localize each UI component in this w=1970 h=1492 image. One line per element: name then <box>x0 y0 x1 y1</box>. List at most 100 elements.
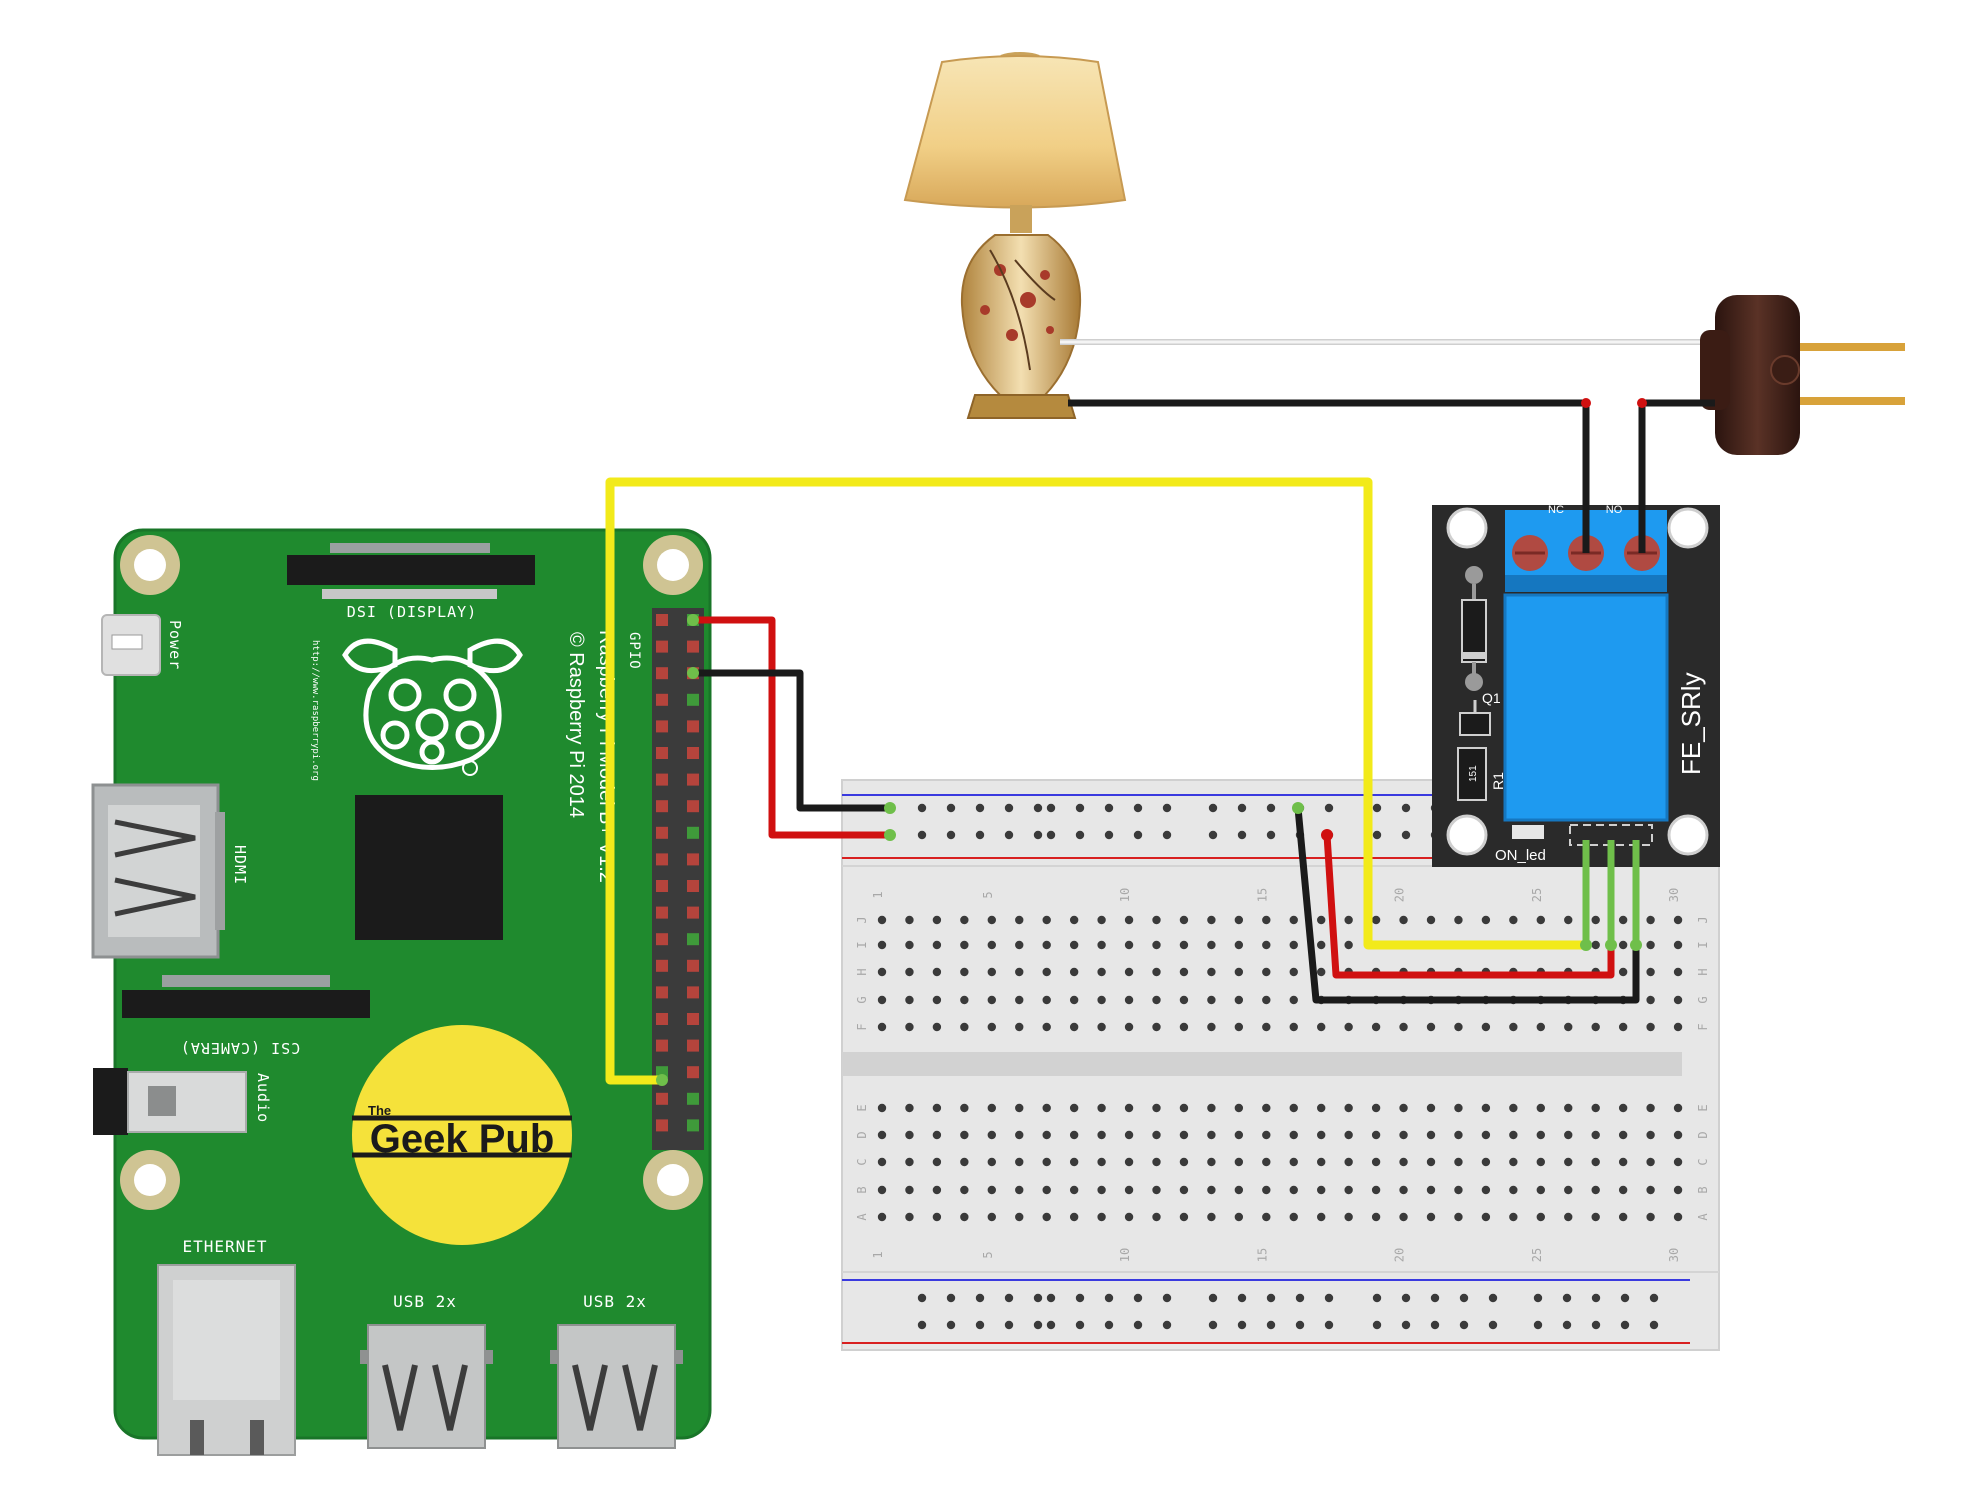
breadboard-column-number: 5 <box>981 1251 995 1258</box>
breadboard-hole <box>1324 803 1334 813</box>
on-led-label: ON_led <box>1495 847 1546 864</box>
gpio-pin <box>656 853 668 866</box>
gpio-pin <box>656 614 668 626</box>
breadboard-hole <box>1618 1022 1628 1032</box>
breadboard-row-letter: J <box>1696 916 1710 923</box>
gpio-pin <box>656 667 668 680</box>
breadboard-hole <box>1262 1022 1271 1032</box>
breadboard-hole <box>1509 915 1518 925</box>
breadboard-hole <box>1454 1185 1463 1195</box>
breadboard-hole <box>1481 1103 1491 1113</box>
breadboard-hole <box>1372 1293 1382 1303</box>
breadboard-hole <box>1430 1293 1440 1303</box>
breadboard-hole <box>1015 940 1024 950</box>
breadboard-hole <box>1179 1130 1189 1140</box>
breadboard-hole <box>1234 1157 1244 1167</box>
gpio-pin <box>687 906 699 919</box>
breadboard-hole <box>1591 1212 1600 1222</box>
gpio-pin <box>656 826 668 839</box>
breadboard-hole <box>1262 1130 1271 1140</box>
plug-prong-top <box>1800 343 1905 351</box>
breadboard-hole <box>917 803 927 813</box>
breadboard-hole <box>1208 830 1218 840</box>
breadboard-hole <box>1372 803 1382 813</box>
breadboard-hole <box>1234 1022 1244 1032</box>
gpio-pin <box>656 773 668 786</box>
breadboard-hole <box>1620 1293 1630 1303</box>
breadboard-hole <box>1618 967 1628 977</box>
breadboard-hole <box>1069 1103 1079 1113</box>
breadboard-hole <box>1069 940 1079 950</box>
breadboard-hole <box>1015 1212 1024 1222</box>
breadboard-hole <box>1295 1320 1305 1330</box>
breadboard-hole <box>1649 1293 1659 1303</box>
breadboard-hole <box>987 1157 996 1167</box>
breadboard-hole <box>1207 940 1216 950</box>
breadboard-hole <box>1646 940 1655 950</box>
breadboard-hole <box>1289 940 1298 950</box>
breadboard-row-letter: F <box>1696 1023 1710 1030</box>
breadboard-hole <box>1152 1157 1161 1167</box>
breadboard-hole <box>1179 967 1189 977</box>
breadboard-column-number: 15 <box>1255 1248 1269 1262</box>
breadboard-hole <box>1399 1103 1408 1113</box>
breadboard-hole <box>1591 1157 1600 1167</box>
breadboard-hole <box>1152 1212 1161 1222</box>
breadboard-hole <box>1481 1022 1491 1032</box>
gpio-pin <box>687 800 699 813</box>
sticker-the: The <box>368 1103 391 1118</box>
breadboard-hole <box>1097 1157 1106 1167</box>
gpio-pin <box>656 880 668 892</box>
breadboard-column-number: 30 <box>1667 1248 1681 1262</box>
breadboard-hole <box>960 940 969 950</box>
breadboard-hole <box>1069 1130 1079 1140</box>
breadboard-hole <box>987 915 996 925</box>
breadboard-hole <box>1069 995 1079 1005</box>
breadboard-hole <box>1454 1022 1463 1032</box>
breadboard-hole <box>987 1103 996 1113</box>
gpio-pin <box>687 747 699 759</box>
breadboard-divider <box>842 1052 1682 1076</box>
gpio-pin <box>687 640 699 653</box>
power-port: Power <box>101 614 184 676</box>
mounting-holes <box>120 535 703 1210</box>
breadboard-hole <box>1564 1130 1573 1140</box>
breadboard-hole <box>905 1130 914 1140</box>
red-wire-pi-to-rail <box>693 616 890 839</box>
diode <box>1461 566 1487 691</box>
breadboard-hole <box>987 940 996 950</box>
breadboard-hole <box>1152 915 1161 925</box>
breadboard-hole <box>1133 803 1143 813</box>
breadboard-hole <box>1152 995 1161 1005</box>
breadboard-hole <box>1104 1320 1114 1330</box>
relay-body <box>1503 593 1669 822</box>
hdmi-port: HDMI <box>91 783 249 959</box>
breadboard-hole <box>932 1130 942 1140</box>
gpio-pin <box>656 1039 668 1052</box>
gpio-pin <box>687 1013 699 1025</box>
breadboard-hole <box>1673 1130 1683 1140</box>
audio-label: Audio <box>254 1073 272 1123</box>
breadboard-hole <box>1564 1103 1573 1113</box>
r1-label: R1 <box>1490 772 1506 790</box>
breadboard-hole <box>987 1185 996 1195</box>
breadboard-hole <box>1179 1212 1189 1222</box>
breadboard-hole <box>946 803 956 813</box>
breadboard-hole <box>975 830 985 840</box>
breadboard-hole <box>1124 1022 1134 1032</box>
breadboard-hole <box>905 1022 914 1032</box>
breadboard-hole <box>1591 1130 1600 1140</box>
soc-chip <box>355 795 503 940</box>
table-lamp <box>903 52 1127 419</box>
breadboard-hole <box>1207 1185 1216 1195</box>
breadboard-hole <box>1673 1022 1683 1032</box>
breadboard-hole <box>1097 1130 1106 1140</box>
breadboard-row-letter: A <box>1696 1213 1710 1221</box>
breadboard-row-letter: E <box>855 1104 869 1111</box>
breadboard-hole <box>1646 1185 1655 1195</box>
gpio-pin <box>656 933 668 946</box>
breadboard-hole <box>1673 995 1683 1005</box>
breadboard-hole <box>1533 1320 1543 1330</box>
breadboard-hole <box>1042 1212 1051 1222</box>
lamp-vase <box>960 234 1082 396</box>
